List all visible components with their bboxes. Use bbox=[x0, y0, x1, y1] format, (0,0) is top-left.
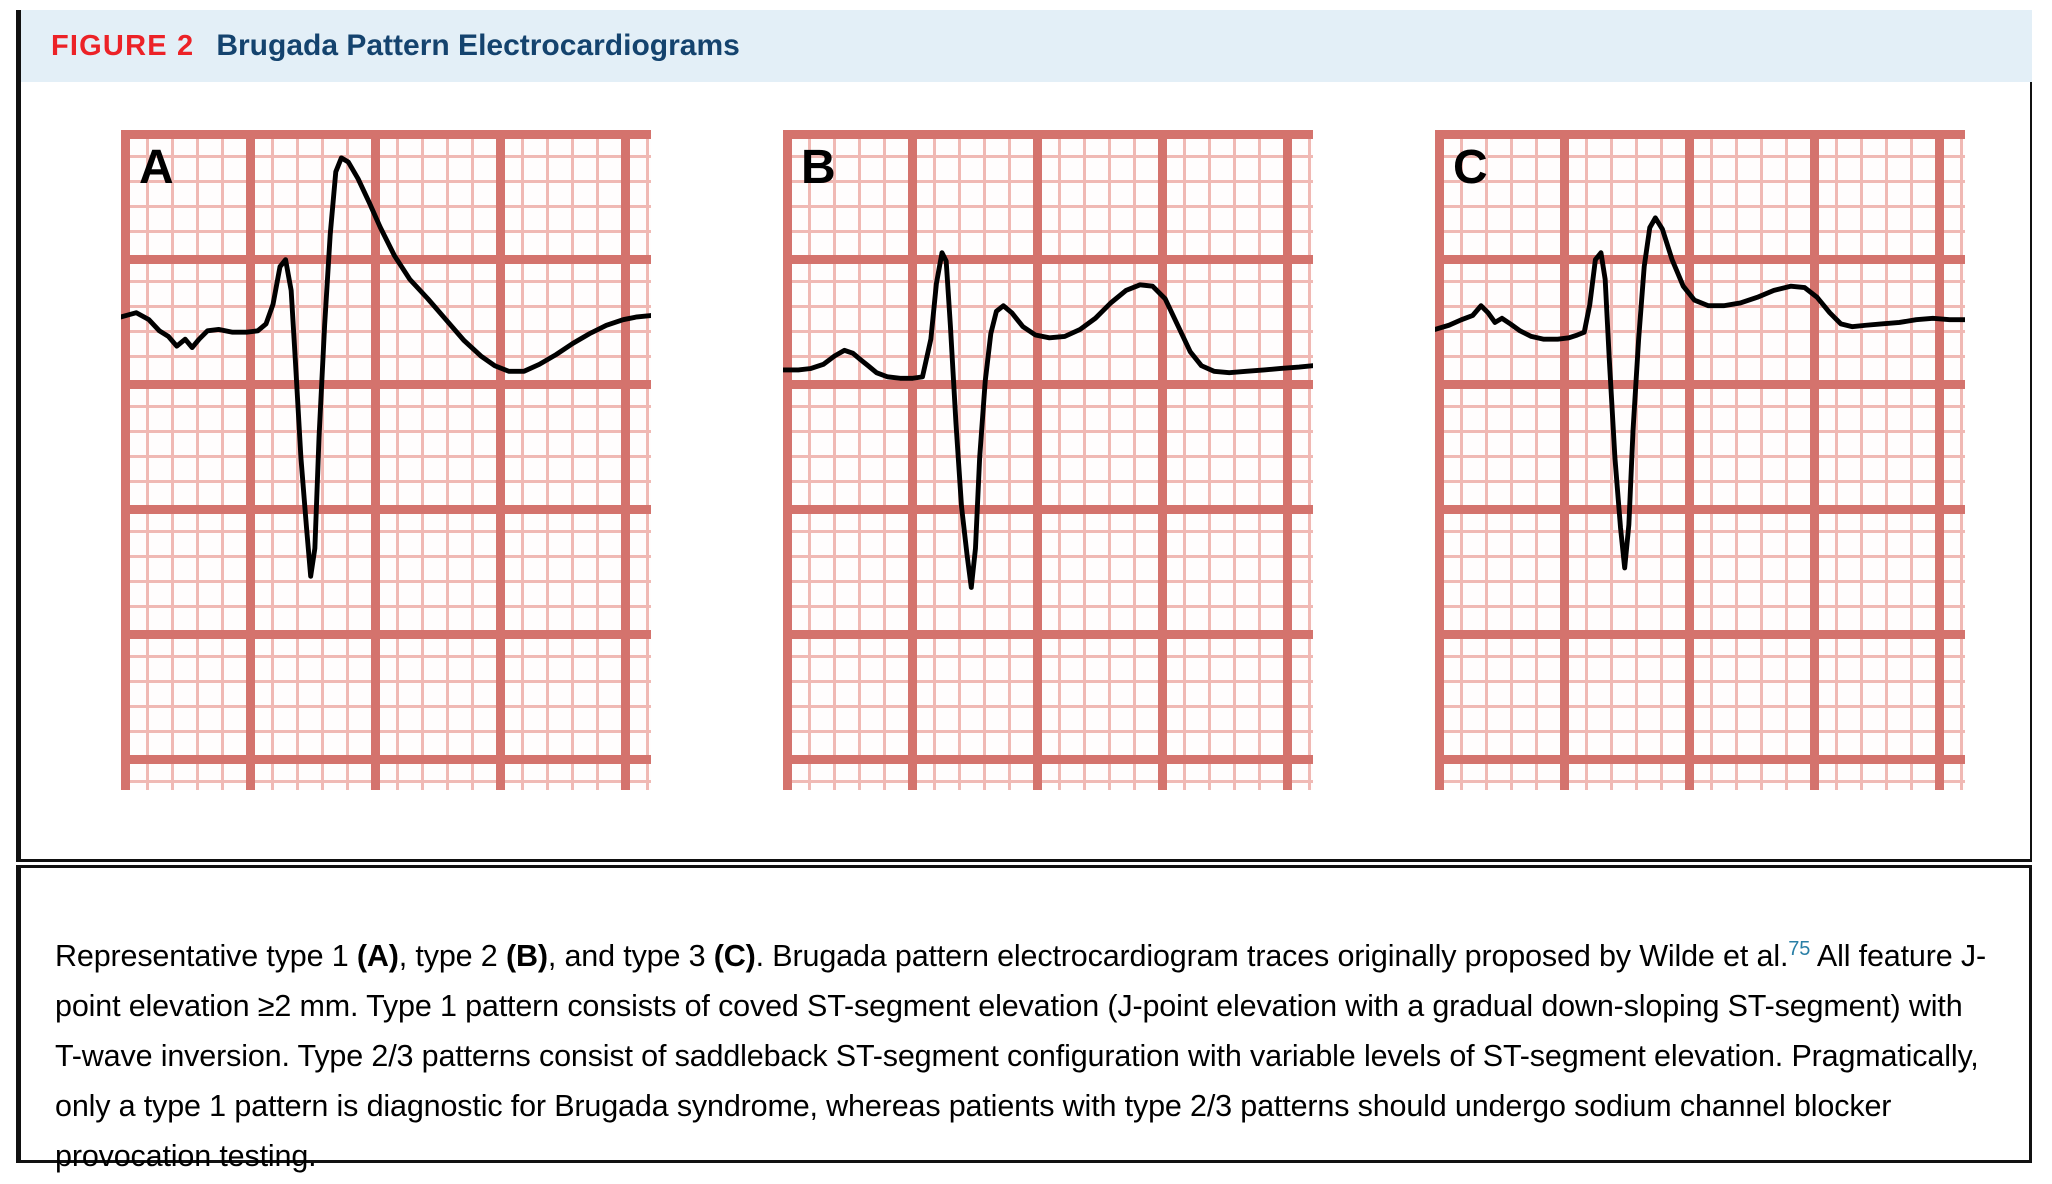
figure-number-label: FIGURE 2 bbox=[51, 29, 195, 62]
figure-panel-area: A B C bbox=[16, 82, 2032, 862]
ecg-trace-a bbox=[121, 155, 651, 579]
caption-reference-superscript[interactable]: 75 bbox=[1788, 937, 1811, 960]
ecg-waveform-path-a bbox=[121, 155, 651, 579]
ecg-waveform-path-b bbox=[783, 250, 1313, 590]
figure-container: FIGURE 2 Brugada Pattern Electrocardiogr… bbox=[16, 10, 2032, 1173]
ecg-panel-row: A B C bbox=[21, 82, 2030, 859]
panel-letter-c: C bbox=[1453, 141, 1488, 194]
ecg-panel-a: A bbox=[121, 130, 651, 790]
figure-header: FIGURE 2 Brugada Pattern Electrocardiogr… bbox=[16, 10, 2032, 82]
ecg-panel-c: C bbox=[1435, 130, 1965, 790]
figure-caption-text: Representative type 1 (A), type 2 (B), a… bbox=[55, 937, 1986, 1173]
figure-title: Brugada Pattern Electrocardiograms bbox=[216, 29, 740, 62]
ecg-grid-b bbox=[783, 130, 1313, 790]
ecg-trace-c bbox=[1435, 215, 1965, 571]
ecg-grid-c bbox=[1435, 130, 1965, 790]
panel-letter-b: B bbox=[801, 141, 836, 194]
panel-letter-a: A bbox=[139, 141, 174, 194]
ecg-panel-b: B bbox=[783, 130, 1313, 790]
ecg-trace-b bbox=[783, 250, 1313, 590]
figure-caption-box: Representative type 1 (A), type 2 (B), a… bbox=[16, 865, 2032, 1173]
ecg-waveform-path-c bbox=[1435, 215, 1965, 571]
